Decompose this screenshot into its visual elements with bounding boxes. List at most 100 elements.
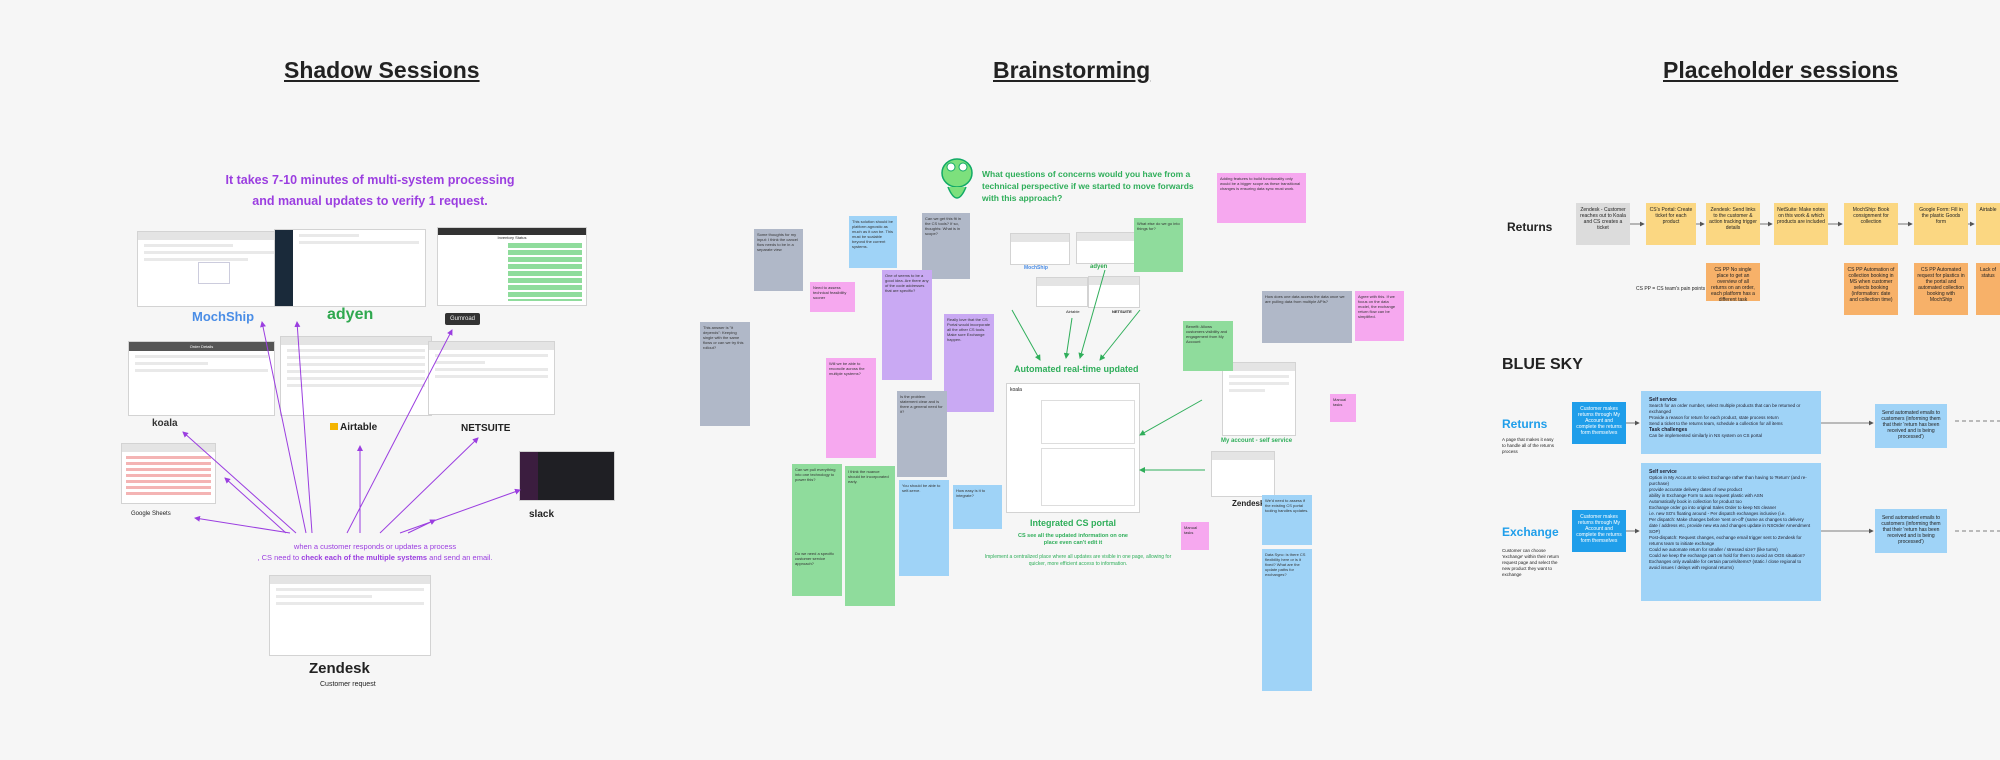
sticky-note: Manual tasks bbox=[1181, 522, 1209, 550]
card-line: Search for an order number, select multi… bbox=[1649, 403, 1801, 414]
flow-pain-point: CS PP Automation of collection booking i… bbox=[1844, 263, 1898, 315]
slack-screenshot bbox=[519, 451, 615, 501]
sticky-note: How easy is it to integrate? bbox=[953, 485, 1002, 529]
flow-pain-point: CS PP No single place to get an overview… bbox=[1706, 263, 1760, 303]
brainstorm-zendesk-logo: Zendesk bbox=[1232, 499, 1265, 508]
netsuite-logo: NETSUITE bbox=[461, 423, 511, 434]
sticky-note: Manual tasks bbox=[1330, 394, 1356, 422]
order-details-title: Order Details bbox=[129, 342, 274, 351]
shadow-caption: when a customer responds or updates a pr… bbox=[225, 541, 525, 563]
card-line: Could we automate return for smaller / s… bbox=[1649, 547, 1778, 552]
sticky-note: Agree with this. If we focus on the data… bbox=[1355, 291, 1404, 341]
shadow-headline-line1: It takes 7-10 minutes of multi-system pr… bbox=[225, 173, 515, 187]
card-line: Automatically book in collection for pro… bbox=[1649, 499, 1742, 504]
card-line: Option in My Account to select Exchange … bbox=[1649, 475, 1807, 486]
card-line: Send a ticket to the returns team, sched… bbox=[1649, 421, 1783, 426]
section-title-brainstorming: Brainstorming bbox=[993, 57, 1151, 83]
sticky-note: You should be able to self-serve. bbox=[899, 480, 949, 576]
card-line: Could we keep the exchange part on hold … bbox=[1649, 553, 1805, 558]
flow-step: Google Form: Fill in the plastic Goods f… bbox=[1914, 203, 1968, 245]
shadow-caption-line2: , CS need to check each of the multiple … bbox=[225, 552, 525, 563]
bs-returns-action: Customer makes returns through My Accoun… bbox=[1572, 402, 1626, 444]
bs-exchange-card: Self service Option in My Account to sel… bbox=[1641, 463, 1821, 601]
flow-pain-point: Lack of status bbox=[1976, 263, 2000, 315]
adyen-screenshot bbox=[274, 229, 426, 307]
card-line: Can be implemented similarly in NS syste… bbox=[1649, 433, 1763, 438]
airtable-screenshot bbox=[280, 336, 432, 416]
sticky-note: What else do we go into things for? bbox=[1134, 218, 1183, 272]
sticky-note: Can we get this fit in the CS tools? If … bbox=[922, 213, 970, 279]
flow-step: NetSuite: Make notes on this work & whic… bbox=[1774, 203, 1828, 245]
brainstorm-mochship-logo: MochShip bbox=[1024, 265, 1048, 271]
portal-subtitle: CS see all the updated information on on… bbox=[1017, 533, 1128, 546]
brainstorm-netsuite-logo: NETSUITE bbox=[1112, 309, 1132, 314]
sticky-note: Is the problem statement clear and is th… bbox=[897, 391, 947, 477]
card-line: ability in Exchange Form to auto request… bbox=[1649, 493, 1764, 498]
my-account-shot bbox=[1222, 362, 1296, 436]
portal-brand-logo: koala bbox=[1010, 387, 1022, 393]
bs-exchange-desc: Customer can choose 'exchange' within th… bbox=[1502, 548, 1559, 577]
card-line: Post-dispatch: Request changes, exchange… bbox=[1649, 535, 1802, 546]
card-heading: Task challenges bbox=[1649, 427, 1688, 433]
card-line: i.e. new SO's floating around - Per disp… bbox=[1649, 511, 1786, 516]
customer-request-label: Customer request bbox=[320, 681, 376, 688]
adyen-logo: adyen bbox=[327, 306, 374, 323]
flow-step: Zendesk - Customer reaches out to Koala … bbox=[1576, 203, 1630, 245]
card-line: Per dispatch: Make changes before 'sent … bbox=[1649, 517, 1811, 534]
card-line: provide accurate delivery dates of new p… bbox=[1649, 487, 1743, 492]
brainstorm-netsuite-shot bbox=[1088, 276, 1140, 308]
brainstorm-airtable-logo: Airtable bbox=[1066, 309, 1080, 314]
section-title-shadow-sessions: Shadow Sessions bbox=[284, 57, 480, 83]
card-heading: Self service bbox=[1649, 397, 1677, 403]
inventory-status-title: Inventory Status bbox=[497, 235, 527, 240]
bs-exchange-title: Exchange bbox=[1502, 525, 1559, 539]
caption-bold: check each of the multiple systems bbox=[301, 553, 428, 562]
section-title-placeholder-sessions: Placeholder sessions bbox=[1663, 57, 1899, 83]
mochship-logo: MochShip bbox=[192, 309, 255, 324]
blue-sky-title: BLUE SKY bbox=[1502, 356, 1583, 373]
portal-caption: Implement a centralized place where all … bbox=[984, 554, 1172, 567]
brainstorm-mochship-shot bbox=[1010, 233, 1070, 265]
flow-returns-label: Returns bbox=[1507, 220, 1553, 234]
flow-step: Airtable bbox=[1976, 203, 2000, 245]
cs-pp-legend: CS PP = CS team's pain points bbox=[1636, 286, 1706, 292]
shadow-headline: It takes 7-10 minutes of multi-system pr… bbox=[190, 170, 550, 212]
sticky-note: One of seems to be a good idea. Are ther… bbox=[882, 270, 932, 380]
sticky-note: I think the nuance should be incorporate… bbox=[845, 466, 895, 606]
cs-portal-mockup: koala bbox=[1006, 383, 1140, 513]
gsheets-logo: Google Sheets bbox=[131, 511, 171, 517]
auto-update-label: Automated real-time updated bbox=[1014, 364, 1139, 374]
zendesk-screenshot bbox=[269, 575, 431, 656]
airtable-logo-text: Airtable bbox=[340, 422, 378, 433]
flow-step: CS's Portal: Create ticket for each prod… bbox=[1646, 203, 1696, 245]
shadow-headline-line2: and manual updates to verify 1 request. bbox=[252, 194, 488, 208]
brainstorm-question: What questions of concerns would you hav… bbox=[982, 169, 1194, 203]
card-line: Provide a reason for return for each pro… bbox=[1649, 415, 1779, 420]
caption-post: and send an email. bbox=[427, 553, 493, 562]
brainstorm-adyen-logo: adyen bbox=[1090, 264, 1108, 270]
gsheets-screenshot bbox=[121, 443, 216, 504]
flow-step: Zendesk: Send links to the customer & ac… bbox=[1706, 203, 1760, 245]
my-account-label: My account - self service bbox=[1221, 438, 1293, 444]
bs-returns-title: Returns bbox=[1502, 417, 1548, 431]
mochship-screenshot bbox=[137, 231, 287, 307]
sticky-note: Need to assess technical feasibility soo… bbox=[810, 282, 855, 312]
card-heading: Self service bbox=[1649, 469, 1677, 475]
bs-returns-card: Self service Search for an order number,… bbox=[1641, 391, 1821, 454]
slack-logo: slack bbox=[529, 509, 555, 520]
brainstorm-adyen-shot bbox=[1076, 232, 1136, 264]
caption-pre: , CS need to bbox=[257, 553, 302, 562]
airtable-logo: Airtable bbox=[330, 422, 377, 433]
sticky-note: Data Sync: is there CS flexibility here … bbox=[1262, 549, 1312, 691]
koala-logo: koala bbox=[152, 418, 178, 429]
sticky-note: This solution should be platform agnosti… bbox=[849, 216, 897, 268]
flow-step: MochShip: Book consignment for collectio… bbox=[1844, 203, 1898, 245]
sticky-note: Will we be able to reconcile across the … bbox=[826, 358, 876, 458]
flow-pain-point: CS PP Automated request for plastics in … bbox=[1914, 263, 1968, 315]
netsuite-screenshot bbox=[428, 341, 555, 415]
brainstorm-zendesk-shot bbox=[1211, 451, 1275, 497]
gumroad-badge: Gumroad bbox=[445, 313, 481, 325]
sticky-note: Do we need a specific customer service a… bbox=[792, 548, 842, 596]
zendesk-logo: Zendesk bbox=[309, 660, 370, 677]
